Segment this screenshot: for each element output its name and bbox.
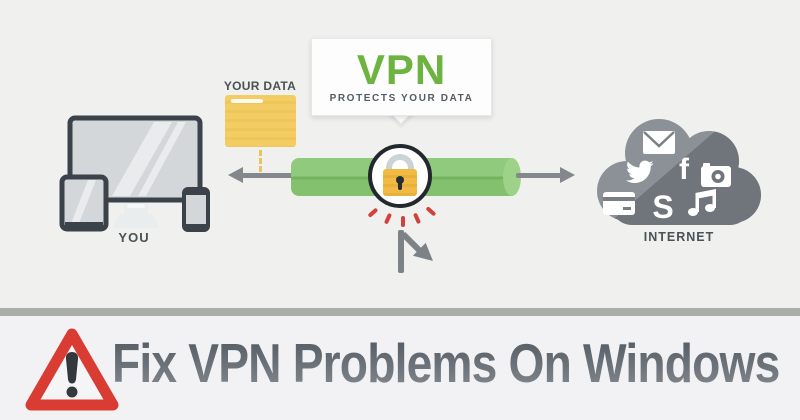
monitor-stand (112, 214, 160, 228)
alert-ray (401, 216, 405, 227)
internet-cloud-icon: f S (597, 119, 761, 225)
lock-shackle (386, 154, 414, 178)
left-arrow-icon (228, 167, 243, 183)
you-label: YOU (118, 230, 150, 245)
user-devices-icon (59, 115, 210, 232)
title-banner: Fix VPN Problems On Windows (0, 316, 800, 420)
internet-label: INTERNET (643, 230, 715, 244)
vpn-speech-bubble: VPN PROTECTS YOUR DATA (311, 38, 492, 116)
section-divider (0, 308, 800, 316)
phone-icon (182, 187, 210, 232)
warning-triangle-icon (25, 328, 119, 411)
dashed-connector (259, 150, 262, 172)
credit-card-icon (603, 192, 635, 215)
vpn-tunnel-cap (503, 158, 521, 196)
alert-ray (425, 206, 437, 217)
note-highlight (231, 99, 263, 103)
camera-icon (701, 163, 731, 187)
vpn-title: VPN (356, 46, 447, 93)
left-arrow-line (241, 173, 293, 178)
alert-ray (367, 207, 379, 218)
your-data-label: YOUR DATA (223, 79, 297, 93)
cursor-arrow-icon (398, 230, 433, 273)
alert-ray (412, 212, 421, 225)
mail-icon (643, 131, 675, 154)
music-note-icon (688, 189, 716, 216)
vpn-subtitle: PROTECTS YOUR DATA (329, 93, 474, 104)
vpn-illustration: YOU YOUR DATA VPN PROTECTS YOUR DATA (59, 38, 761, 273)
facebook-icon: f (679, 153, 690, 186)
right-arrow-line (516, 173, 562, 178)
lock-icon (383, 169, 417, 196)
right-arrow-icon (560, 167, 575, 183)
data-note-icon (225, 95, 296, 147)
twitter-icon (626, 160, 654, 184)
alert-ray (383, 212, 392, 225)
lock-badge (368, 144, 432, 208)
skype-icon: S (652, 189, 673, 225)
banner-title: Fix VPN Problems On Windows (112, 332, 780, 394)
keyhole (396, 175, 404, 184)
